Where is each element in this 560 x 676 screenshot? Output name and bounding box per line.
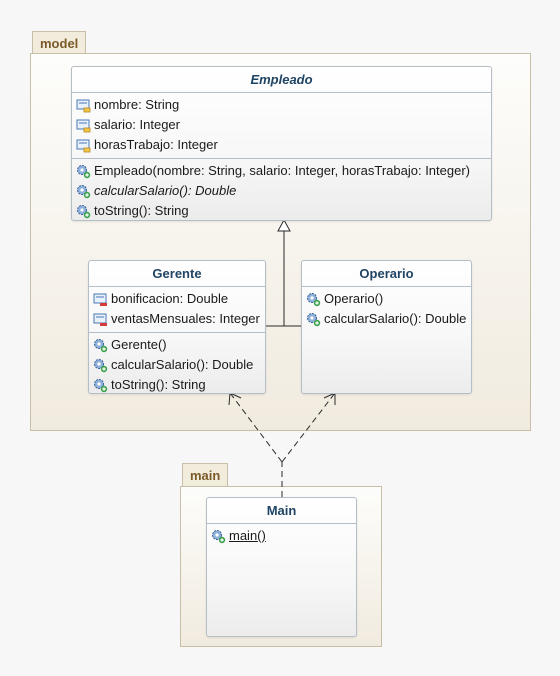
package-tab-main[interactable]: main <box>182 463 228 487</box>
class-name-gerente: Gerente <box>89 261 265 287</box>
package-tab-model[interactable]: model <box>32 31 86 54</box>
class-main[interactable]: Main main() <box>206 497 357 637</box>
operation-text: Gerente() <box>111 337 167 352</box>
operation-row[interactable]: main() <box>207 526 356 546</box>
attribute-text: nombre: String <box>94 97 180 112</box>
operation-text-abstract: calcularSalario(): Double <box>94 183 237 198</box>
attributes-compartment: nombre: String salario: Integer horasTra… <box>72 93 491 158</box>
operation-public-icon <box>307 312 321 326</box>
operation-row[interactable]: calcularSalario(): Double <box>72 181 491 201</box>
class-name-operario: Operario <box>302 261 471 287</box>
operation-row[interactable]: calcularSalario(): Double <box>89 355 265 375</box>
attribute-protected-icon <box>76 139 91 152</box>
operation-public-icon <box>77 164 91 178</box>
operations-compartment: main() <box>207 524 356 549</box>
class-empleado[interactable]: Empleado nombre: String salario: Integer… <box>71 66 492 221</box>
attribute-text: ventasMensuales: Integer <box>111 311 260 326</box>
operation-text: toString(): String <box>111 377 206 392</box>
operation-text: Empleado(nombre: String, salario: Intege… <box>94 163 470 178</box>
operation-public-icon <box>94 378 108 392</box>
operation-public-icon <box>94 358 108 372</box>
attribute-row[interactable]: horasTrabajo: Integer <box>72 135 491 155</box>
operation-text: calcularSalario(): Double <box>111 357 254 372</box>
operations-compartment: Empleado(nombre: String, salario: Intege… <box>72 158 491 224</box>
operation-row[interactable]: Empleado(nombre: String, salario: Intege… <box>72 161 491 181</box>
attribute-private-icon <box>93 293 107 306</box>
attribute-row[interactable]: ventasMensuales: Integer <box>89 309 265 329</box>
attribute-row[interactable]: nombre: String <box>72 95 491 115</box>
operation-public-icon <box>77 184 91 198</box>
attribute-text: salario: Integer <box>94 117 180 132</box>
operations-compartment: Operario() calcularSalario(): Double <box>302 287 471 332</box>
operation-public-icon <box>77 204 91 218</box>
class-name-empleado: Empleado <box>72 67 491 93</box>
generalization-arrowhead <box>277 218 291 232</box>
operation-text: calcularSalario(): Double <box>324 311 467 326</box>
operation-row[interactable]: Operario() <box>302 289 471 309</box>
operation-text-static: main() <box>229 528 266 543</box>
attributes-compartment: bonificacion: Double ventasMensuales: In… <box>89 287 265 332</box>
attribute-row[interactable]: bonificacion: Double <box>89 289 265 309</box>
operation-row[interactable]: calcularSalario(): Double <box>302 309 471 329</box>
operation-public-icon <box>94 338 108 352</box>
attribute-text: horasTrabajo: Integer <box>94 137 218 152</box>
dependency-line-gerente <box>229 392 283 463</box>
attribute-protected-icon <box>76 119 91 132</box>
operation-public-icon <box>307 292 321 306</box>
attribute-row[interactable]: salario: Integer <box>72 115 491 135</box>
operation-public-icon <box>212 529 226 543</box>
operation-text: Operario() <box>324 291 384 306</box>
class-operario[interactable]: Operario Operario() calcularSalario(): D… <box>301 260 472 394</box>
dependency-line-operario <box>281 392 336 463</box>
operations-compartment: Gerente() calcularSalario(): Double toSt… <box>89 332 265 398</box>
attribute-text: bonificacion: Double <box>111 291 229 306</box>
attribute-protected-icon <box>76 99 91 112</box>
class-gerente[interactable]: Gerente bonificacion: Double ventasMensu… <box>88 260 266 394</box>
operation-row[interactable]: toString(): String <box>89 375 265 395</box>
attribute-private-icon <box>93 313 107 326</box>
operation-row[interactable]: Gerente() <box>89 335 265 355</box>
operation-row[interactable]: toString(): String <box>72 201 491 221</box>
operation-text: toString(): String <box>94 203 189 218</box>
class-name-main: Main <box>207 498 356 524</box>
